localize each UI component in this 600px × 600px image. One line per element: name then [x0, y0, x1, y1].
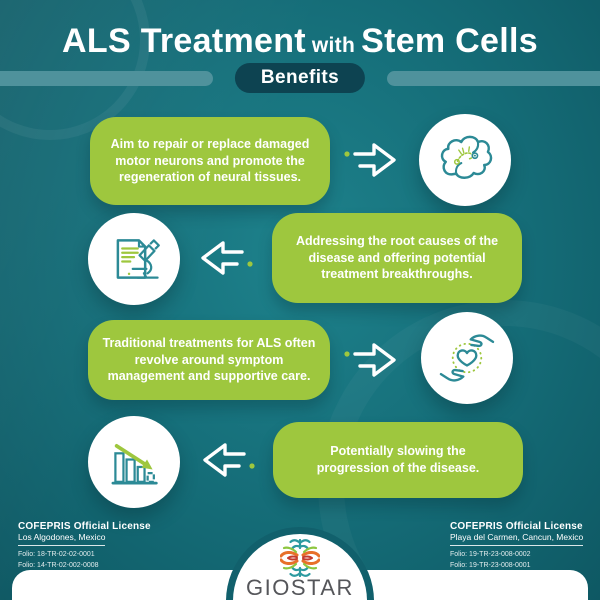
benefits-badge: Benefits	[234, 63, 366, 93]
license-block-left: COFEPRIS Official License Los Algodones,…	[18, 521, 151, 571]
license-folio: Folio: 14-TR-02-002-0008	[18, 562, 99, 570]
declining-bar-chart-icon	[111, 444, 158, 485]
benefit-icon-circle-4	[88, 416, 180, 508]
giostar-logo-mark	[280, 539, 320, 577]
title-part-1: ALS Treatment	[62, 22, 306, 60]
arrow-left-icon	[201, 241, 253, 275]
report-microscope-icon	[116, 239, 160, 279]
license-folio: Folio: 19-TR-23-008-0002	[450, 551, 531, 558]
banner-bar-right	[387, 71, 600, 86]
benefit-icon-circle-2	[88, 213, 180, 305]
decorative-circle-top-left	[0, 0, 150, 140]
benefit-box-4: Potentially slowing the progression of t…	[273, 422, 523, 498]
arrow-right-icon	[344, 343, 396, 377]
benefit-icon-circle-1	[419, 114, 511, 206]
arrow-left-icon	[203, 443, 255, 477]
license-title: COFEPRIS Official License	[450, 521, 583, 532]
benefits-banner: Benefits	[0, 63, 600, 93]
license-title: COFEPRIS Official License	[18, 521, 151, 532]
benefit-box-2: Addressing the root causes of the diseas…	[272, 213, 522, 303]
license-block-right: COFEPRIS Official License Playa del Carm…	[450, 521, 584, 571]
license-location: Playa del Carmen, Cancun, Mexico	[450, 532, 584, 546]
giostar-wordmark: GIOSTAR	[246, 575, 354, 600]
license-folio: Folio: 18-TR-02-02-0001	[18, 551, 95, 558]
benefit-icon-circle-3	[421, 312, 513, 404]
benefit-box-3: Traditional treatments for ALS often rev…	[88, 320, 330, 400]
hands-heart-icon	[439, 334, 495, 382]
license-folio: Folio: 19-TR-23-008-0001	[450, 562, 531, 570]
title-connector: with	[311, 34, 356, 57]
arrow-right-icon	[344, 143, 396, 177]
benefit-box-1: Aim to repair or replace damaged motor n…	[90, 117, 330, 205]
brain-icon	[440, 135, 493, 179]
title-part-2: Stem Cells	[361, 22, 538, 60]
banner-bar-left	[0, 71, 213, 86]
license-location: Los Algodones, Mexico	[18, 532, 106, 546]
